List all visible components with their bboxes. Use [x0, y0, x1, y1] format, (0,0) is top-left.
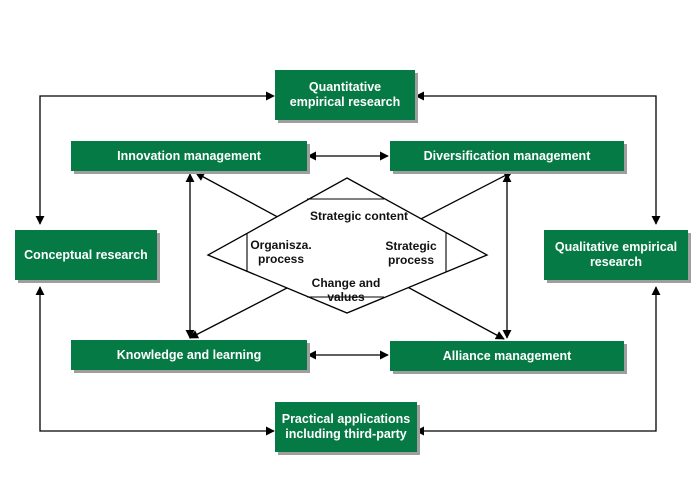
connector-qualitative-practical [415, 286, 661, 436]
diamond-label-change-values: Change and values [311, 276, 381, 304]
connector-quantitative-conceptual [35, 91, 275, 225]
diamond-label-strategic-content: Strategic content [310, 209, 409, 223]
node-label: Practical applications including third-p… [281, 412, 411, 441]
node-practical-applications[interactable]: Practical applications including third-p… [275, 402, 417, 452]
node-conceptual-research[interactable]: Conceptual research [15, 230, 157, 280]
node-label: Knowledge and learning [116, 347, 262, 362]
node-quantitative-empirical-research[interactable]: Quantitative empirical research [275, 70, 415, 120]
node-label: Quantitative empirical research [289, 80, 401, 109]
diamond-label-organisational-process: Organisza. process [250, 238, 312, 266]
diamond-label-strategic-process: Strategic process [385, 239, 437, 267]
node-label: Innovation management [117, 148, 261, 163]
connector-conceptual-practical [35, 286, 275, 436]
node-alliance-management[interactable]: Alliance management [390, 341, 624, 371]
node-innovation-management[interactable]: Innovation management [71, 141, 307, 171]
node-label: Qualitative empirical research [554, 240, 678, 269]
node-diversification-management[interactable]: Diversification management [390, 141, 624, 171]
strategy-diamond [206, 177, 489, 314]
node-qualitative-empirical-research[interactable]: Qualitative empirical research [544, 230, 688, 280]
connector-quantitative-qualitative [415, 91, 661, 225]
node-label: Diversification management [423, 148, 591, 163]
node-label: Alliance management [442, 348, 572, 363]
node-knowledge-and-learning[interactable]: Knowledge and learning [71, 340, 307, 370]
node-label: Conceptual research [24, 247, 148, 262]
